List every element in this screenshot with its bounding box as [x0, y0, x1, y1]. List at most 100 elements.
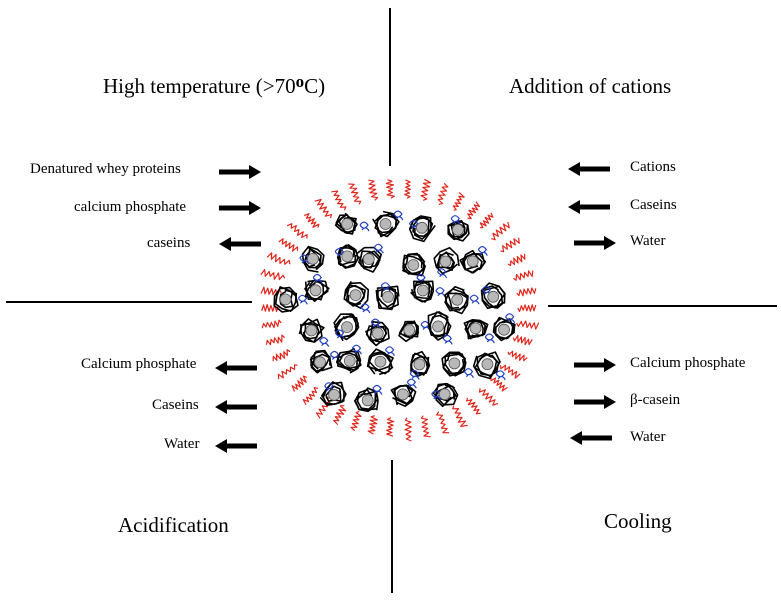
label-tr-caseins: Caseins: [630, 197, 677, 213]
kappa-casein-hair: [266, 252, 291, 265]
kappa-casein-hair: [350, 411, 362, 432]
kappa-casein-hair: [452, 405, 468, 427]
casein-chain: [427, 311, 452, 341]
casein-chain: [472, 351, 501, 380]
casein-chain: [309, 353, 331, 374]
calcium-phosphate-nanocluster: [432, 320, 445, 333]
kappa-casein-hair: [466, 397, 481, 415]
kappa-casein-hair: [478, 388, 499, 406]
casein-chain: [408, 215, 436, 243]
kappa-casein-hair: [265, 334, 286, 346]
left-arrow-icon: [219, 237, 261, 251]
casein-chain: [301, 245, 325, 273]
casein-loop: [370, 318, 381, 329]
calcium-phosphate-nanocluster: [279, 293, 292, 306]
casein-loop: [406, 378, 417, 389]
left-arrow-icon: [215, 439, 257, 453]
title-high-temperature-prefix: High temperature (>70: [103, 74, 296, 98]
kappa-casein-hair: [260, 269, 286, 281]
casein-chain: [492, 317, 514, 340]
casein-chain: [279, 289, 294, 309]
kappa-casein-hair: [302, 387, 319, 406]
casein-chain: [274, 286, 299, 313]
casein-loop: [469, 294, 480, 305]
casein-loop: [463, 368, 474, 378]
left-arrow-icon: [215, 361, 257, 375]
casein-chain: [438, 251, 455, 269]
calcium-phosphate-nanocluster: [407, 259, 420, 271]
casein-chain: [447, 220, 470, 242]
right-arrow-icon: [574, 358, 616, 372]
calcium-phosphate-nanocluster: [487, 290, 500, 303]
calcium-phosphate-nanocluster: [341, 218, 353, 230]
kappa-casein-hair: [436, 411, 450, 434]
kappa-casein-hair: [490, 377, 508, 392]
calcium-phosphate-nanocluster: [305, 324, 318, 337]
casein-chain: [402, 252, 425, 275]
casein-chain: [433, 247, 460, 275]
calcium-phosphate-nanocluster: [396, 388, 409, 401]
divider-left-horizontal: [6, 301, 252, 303]
casein-chain: [476, 352, 500, 378]
kappa-casein-hair: [404, 179, 411, 199]
calcium-phosphate-nanocluster: [307, 253, 319, 265]
casein-loop: [385, 346, 396, 357]
right-arrow-icon: [219, 165, 261, 179]
title-high-temperature-suffix: C): [304, 74, 326, 98]
casein-chain: [444, 285, 468, 312]
calcium-phosphate-nanocluster: [371, 327, 384, 340]
casein-chain: [447, 220, 469, 241]
casein-chain: [300, 318, 323, 343]
calcium-phosphate-nanocluster: [382, 291, 394, 303]
casein-micelle: [260, 178, 540, 442]
arrow-tl-2: [219, 237, 261, 251]
kappa-casein-hair: [420, 415, 431, 438]
title-addition-of-cations: Addition of cations: [509, 74, 672, 98]
casein-chain: [353, 387, 379, 411]
label-br-beta-casein: β-casein: [630, 392, 681, 408]
casein-chain: [368, 351, 392, 376]
casein-loop: [495, 370, 506, 381]
calcium-phosphate-nanocluster: [498, 323, 510, 336]
arrow-tl-0: [219, 165, 261, 179]
left-arrow-icon: [568, 162, 610, 176]
kappa-casein-hair: [303, 213, 320, 228]
casein-chain: [338, 215, 357, 235]
kappa-casein-hair: [437, 182, 449, 205]
label-bl-caseins: Caseins: [152, 397, 199, 413]
kappa-casein-hair: [467, 201, 480, 220]
kappa-casein-hair: [516, 287, 537, 297]
casein-loop: [373, 243, 384, 254]
casein-loop: [312, 273, 323, 284]
calcium-phosphate-nanocluster: [448, 357, 461, 370]
label-bl-water: Water: [164, 436, 200, 452]
calcium-phosphate-nanocluster: [451, 223, 464, 236]
calcium-phosphate-nanocluster: [374, 355, 387, 368]
casein-loop: [351, 344, 362, 355]
kappa-casein-hair: [314, 198, 333, 219]
calcium-phosphate-nanocluster: [413, 358, 426, 371]
casein-chain: [345, 284, 366, 307]
casein-chain: [463, 253, 487, 274]
kappa-casein-hair: [286, 223, 308, 239]
kappa-casein-hair: [499, 364, 521, 379]
kappa-casein-hair: [261, 303, 281, 313]
casein-chain: [410, 355, 431, 374]
casein-loop: [319, 337, 330, 347]
casein-loop: [477, 246, 488, 256]
arrow-br-0: [574, 358, 616, 372]
label-denatured-whey-proteins: Denatured whey proteins: [30, 161, 181, 177]
kappa-casein-hair: [261, 319, 282, 329]
arrow-br-2: [570, 431, 612, 445]
left-arrow-icon: [570, 431, 612, 445]
casein-chain: [474, 352, 498, 378]
calcium-phosphate-nanocluster: [438, 388, 451, 401]
casein-loop: [442, 334, 453, 345]
calcium-phosphate-nanocluster: [416, 284, 429, 297]
casein-loop: [505, 313, 516, 324]
casein-chain: [410, 350, 430, 377]
casein-chain: [338, 352, 359, 369]
left-arrow-icon: [215, 400, 257, 414]
calcium-phosphate-nanocluster: [328, 388, 340, 401]
label-tl-caseins: caseins: [147, 235, 191, 251]
